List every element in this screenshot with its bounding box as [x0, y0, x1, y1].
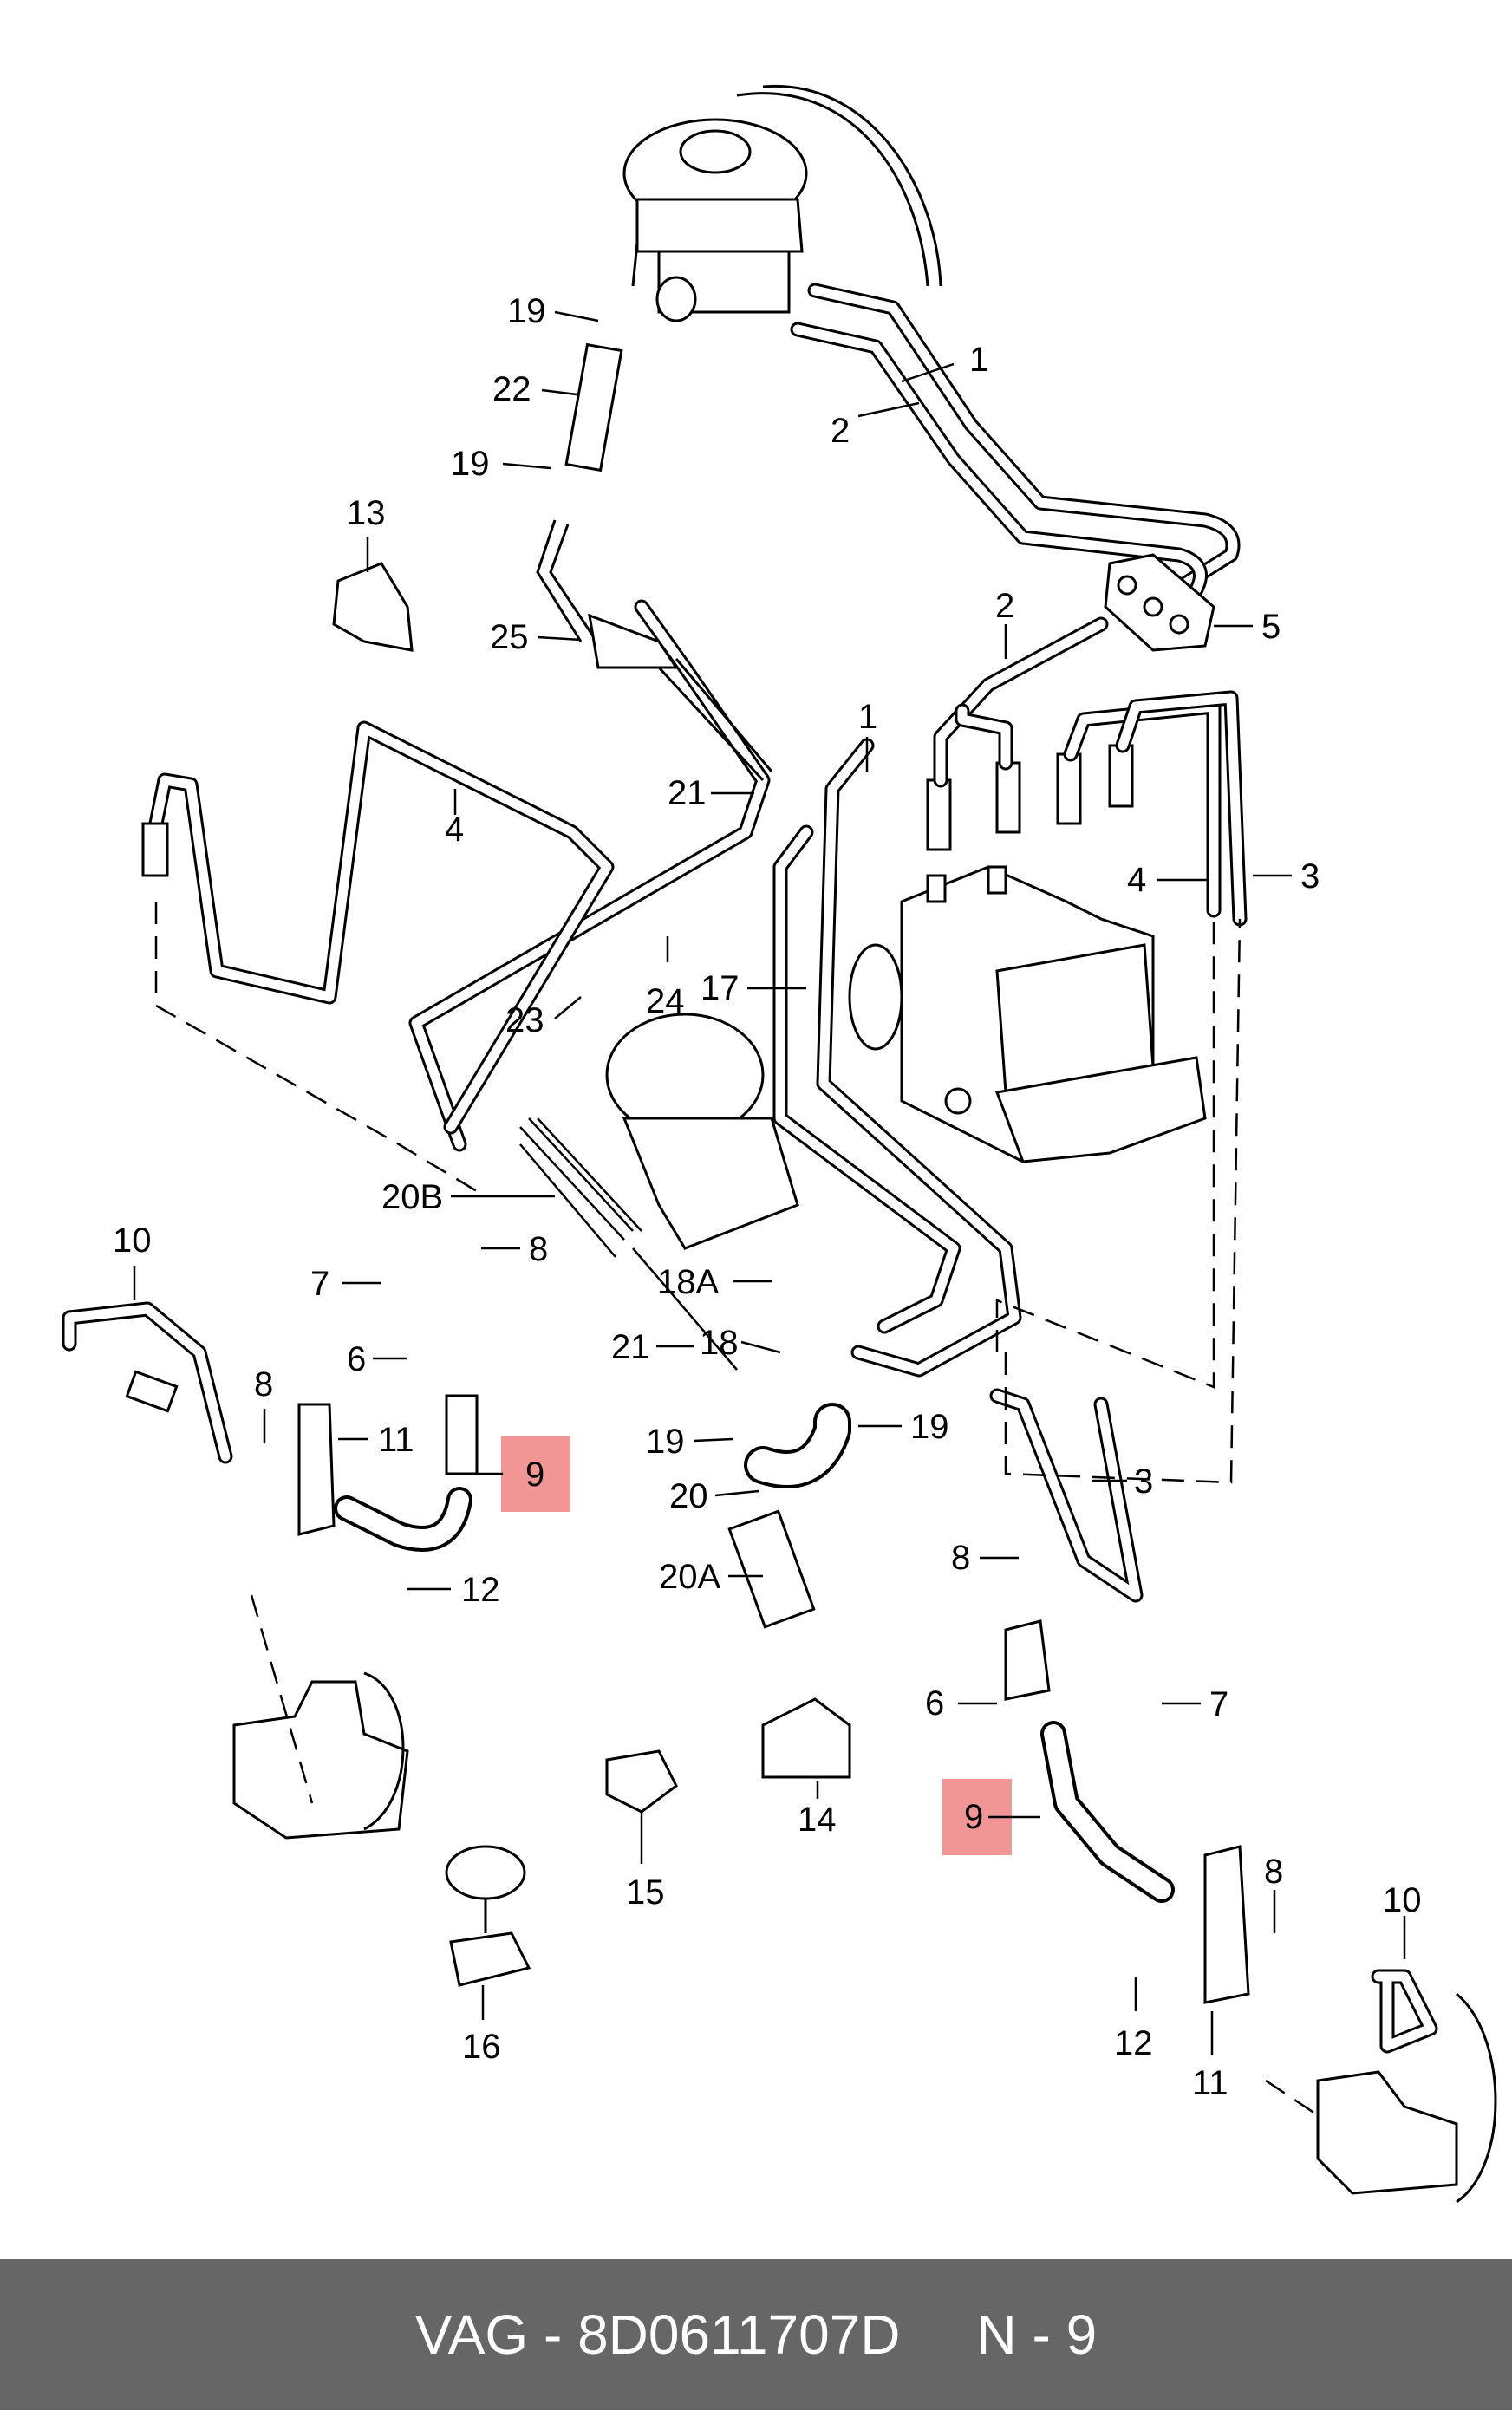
- callout-23: 23: [505, 1001, 544, 1039]
- callout-8: 8: [254, 1365, 273, 1404]
- callout-11: 11: [1192, 2064, 1228, 2102]
- callout-13: 13: [347, 494, 386, 532]
- hose-20: [727, 1403, 851, 1629]
- callout-2: 2: [995, 587, 1014, 625]
- callout-18: 18: [700, 1324, 739, 1362]
- callout-4: 4: [1127, 861, 1146, 899]
- callout-5: 5: [1261, 608, 1281, 646]
- reservoir-hose: [536, 342, 773, 782]
- left-wheel-brake: [62, 902, 486, 1840]
- clip-13: [332, 562, 414, 652]
- callout-4: 4: [445, 811, 464, 849]
- callout-6: 6: [925, 1684, 944, 1723]
- callout-24: 24: [646, 982, 685, 1020]
- part-info-bar: VAG - 8D0611707D N - 9: [0, 2259, 1512, 2410]
- abs-hydraulic-unit: [848, 865, 1207, 1163]
- callout-19: 19: [910, 1408, 949, 1446]
- callout-8: 8: [529, 1230, 548, 1268]
- callout-19: 19: [451, 445, 490, 483]
- callout-9: 9: [964, 1798, 983, 1836]
- callout-16: 16: [462, 2028, 501, 2066]
- callout-7: 7: [310, 1265, 329, 1303]
- abs-pipe-fittings: [926, 616, 1248, 927]
- brake-servo-master-cylinder: [622, 84, 942, 322]
- callout-19: 19: [646, 1423, 685, 1461]
- callout-9: 9: [525, 1456, 544, 1494]
- callout-20b: 20B: [381, 1178, 443, 1216]
- callout-6: 6: [347, 1340, 366, 1378]
- callout-20a: 20A: [659, 1558, 720, 1596]
- position-label: N: [976, 2303, 1017, 2366]
- small-parts: [445, 1697, 851, 1987]
- callout-22: 22: [492, 370, 531, 408]
- callout-8: 8: [1264, 1853, 1283, 1891]
- highlight-callout-9-left: [501, 1436, 570, 1512]
- separator: -: [1032, 2303, 1051, 2366]
- callout-12: 12: [1114, 2024, 1153, 2062]
- vacuum-pump-assembly: [519, 1013, 799, 1371]
- brake-pipe-4-left: [141, 720, 615, 1135]
- part-number: 8D0611707D: [577, 2303, 901, 2366]
- brake-pipes-upper: [790, 283, 1241, 606]
- callout-2: 2: [831, 412, 850, 450]
- position-value: 9: [1066, 2303, 1098, 2366]
- callout-11: 11: [378, 1421, 414, 1459]
- separator: -: [543, 2303, 563, 2366]
- brake-line-exploded-diagram: 1 2 19 22 19 13 25 5 2 1 21 4 4 3 17 24 …: [62, 84, 1497, 2204]
- right-wheel-brake: [989, 910, 1497, 2204]
- callout-10: 10: [113, 1221, 152, 1260]
- callout-21: 21: [611, 1328, 650, 1366]
- brake-pipes-middle: [408, 599, 1022, 1378]
- callout-8: 8: [951, 1539, 970, 1577]
- distributor-block: [1104, 553, 1215, 652]
- callout-14: 14: [798, 1801, 837, 1839]
- brand-label: VAG: [414, 2303, 529, 2366]
- callout-1: 1: [969, 341, 988, 379]
- callout-18a: 18A: [657, 1263, 719, 1301]
- callout-17: 17: [701, 969, 740, 1007]
- callout-21: 21: [668, 774, 707, 812]
- callout-20: 20: [669, 1477, 708, 1515]
- callout-15: 15: [626, 1873, 665, 1912]
- callout-labels: 1 2 19 22 19 13 25 5 2 1 21 4 4 3 17 24 …: [113, 292, 1422, 2102]
- callout-3: 3: [1134, 1462, 1153, 1501]
- callout-12: 12: [461, 1571, 500, 1609]
- callout-25: 25: [490, 618, 529, 656]
- callout-3: 3: [1300, 857, 1320, 896]
- callout-7: 7: [1209, 1685, 1228, 1723]
- callout-1: 1: [858, 698, 877, 736]
- callout-19: 19: [507, 292, 546, 330]
- callout-10: 10: [1383, 1881, 1422, 1919]
